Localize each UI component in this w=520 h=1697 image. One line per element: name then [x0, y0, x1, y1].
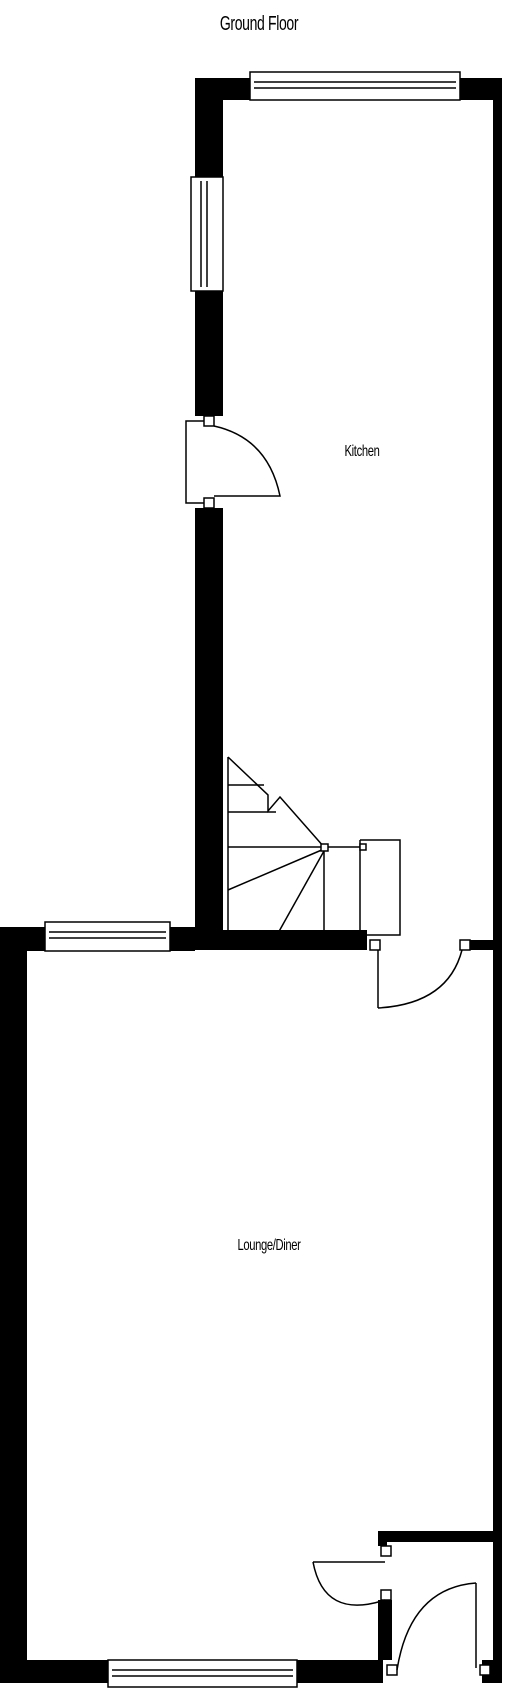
doors — [185, 415, 491, 1676]
lounge-bottom-window — [107, 1659, 298, 1688]
kitchen-left-wall-low — [195, 508, 223, 950]
kitchen-bottom-wall — [172, 930, 367, 950]
porch-inner-door — [312, 1545, 392, 1606]
lounge-bottom-wall-right — [297, 1660, 383, 1683]
kitchen-bottom-wall-right — [470, 940, 493, 950]
kitchen-left-wall-top — [195, 78, 223, 177]
staircase — [227, 756, 401, 936]
room-label-lounge-diner: Lounge/Diner — [237, 1237, 301, 1254]
kitchen-left-wall-mid — [195, 291, 223, 416]
lounge-left-wall — [0, 927, 27, 1683]
room-label-kitchen: Kitchen — [344, 443, 380, 460]
floor-title: Ground Floor — [219, 13, 299, 35]
kitchen-side-door — [185, 415, 281, 509]
lounge-top-window — [44, 921, 171, 952]
windows — [44, 71, 461, 1688]
kitchen-top-window — [249, 71, 461, 101]
porch-wall-left-low — [378, 1600, 392, 1660]
porch-wall-left-top — [378, 1531, 387, 1546]
lounge-top-wall-mid — [170, 927, 195, 951]
kitchen-side-window — [190, 176, 224, 292]
kitchen-top-wall-right — [460, 78, 493, 100]
kitchen-right-wall — [493, 78, 502, 1683]
lounge-bottom-wall-left — [0, 1660, 108, 1683]
front-door — [386, 1582, 491, 1676]
porch-wall-top — [378, 1531, 493, 1542]
kitchen-lounge-door — [369, 939, 471, 1009]
